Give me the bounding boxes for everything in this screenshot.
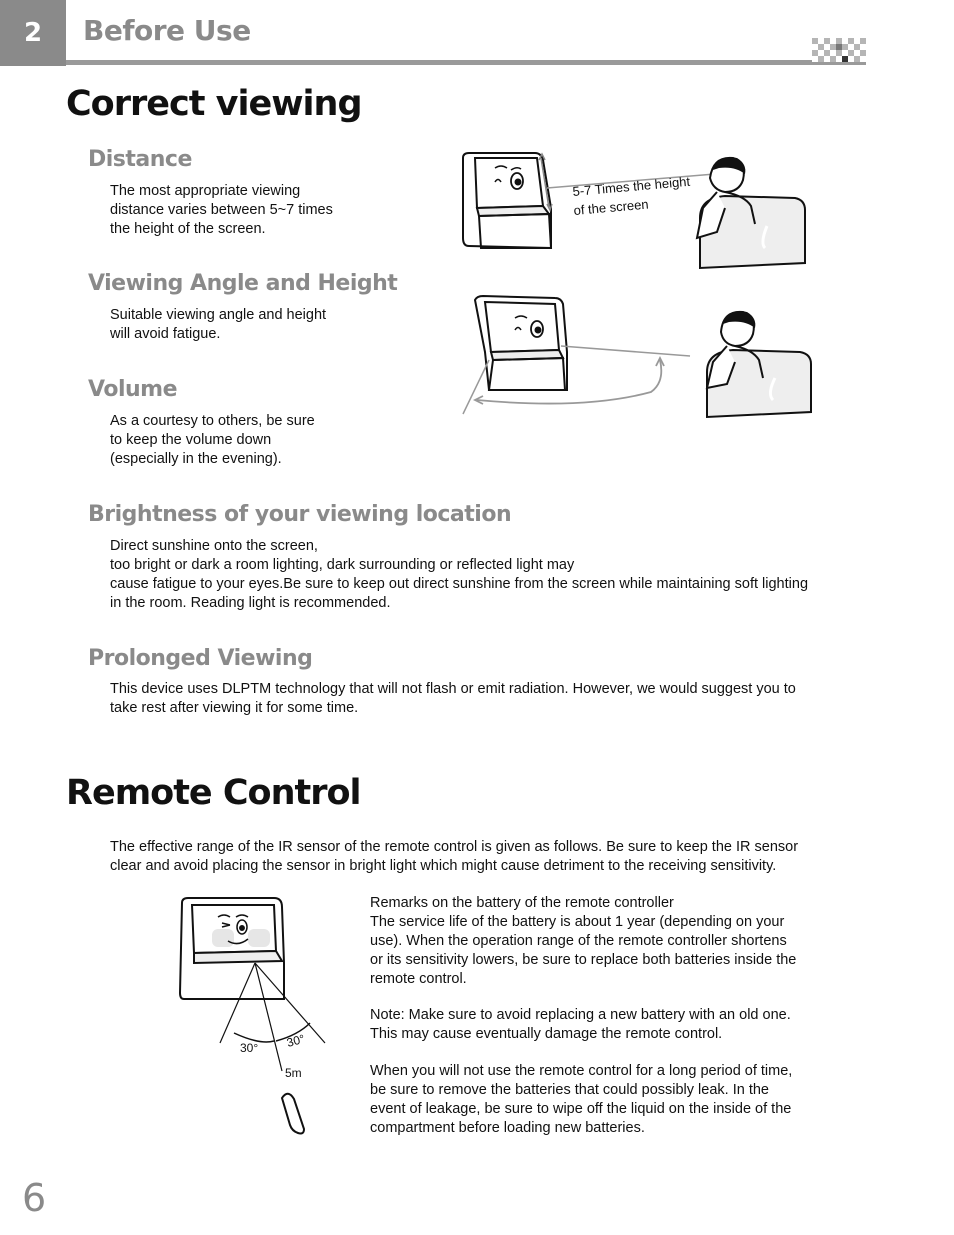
header-rule xyxy=(66,60,866,65)
remote-range-illustration: 30° 30° 5m xyxy=(178,897,326,1135)
remote-control-intro: The effective range of the IR sensor of … xyxy=(110,839,799,874)
distance-label-line2: of the screen xyxy=(573,196,649,217)
battery-note-text: Note: Make sure to avoid replacing a new… xyxy=(370,1007,791,1042)
angle-left-label: 30° xyxy=(240,1041,258,1055)
range-label: 5m xyxy=(285,1066,302,1080)
page-number: 6 xyxy=(22,1176,47,1220)
distance-text: The most appropriate viewing distance va… xyxy=(110,183,333,237)
prolonged-viewing-heading: Prolonged Viewing xyxy=(88,646,313,671)
remote-controller-icon xyxy=(280,1092,306,1135)
battery-remarks-text: Remarks on the battery of the remote con… xyxy=(370,895,797,987)
viewing-angle-heading: Viewing Angle and Height xyxy=(88,271,398,296)
viewing-angle-illustration xyxy=(462,294,812,419)
viewing-distance-illustration: 5-7 Times the height of the screen xyxy=(462,152,806,270)
chapter-number: 2 xyxy=(23,18,43,48)
prolonged-viewing-text: This device uses DLPTM technology that w… xyxy=(110,681,796,716)
checker-pattern-icon xyxy=(812,38,866,62)
distance-label-line1: 5-7 Times the height xyxy=(572,174,691,199)
correct-viewing-title: Correct viewing xyxy=(66,84,363,124)
viewing-angle-text: Suitable viewing angle and height will a… xyxy=(110,307,327,342)
long-period-text: When you will not use the remote control… xyxy=(370,1063,793,1136)
chapter-number-badge: 2 xyxy=(0,0,66,66)
volume-text: As a courtesy to others, be sure to keep… xyxy=(110,413,315,467)
chapter-title: Before Use xyxy=(83,14,251,47)
remote-control-title: Remote Control xyxy=(66,773,362,813)
distance-heading: Distance xyxy=(88,147,192,172)
volume-heading: Volume xyxy=(88,377,178,402)
brightness-text: Direct sunshine onto the screen, too bri… xyxy=(110,538,809,611)
angle-right-label: 30° xyxy=(285,1032,306,1050)
brightness-heading: Brightness of your viewing location xyxy=(88,502,512,527)
